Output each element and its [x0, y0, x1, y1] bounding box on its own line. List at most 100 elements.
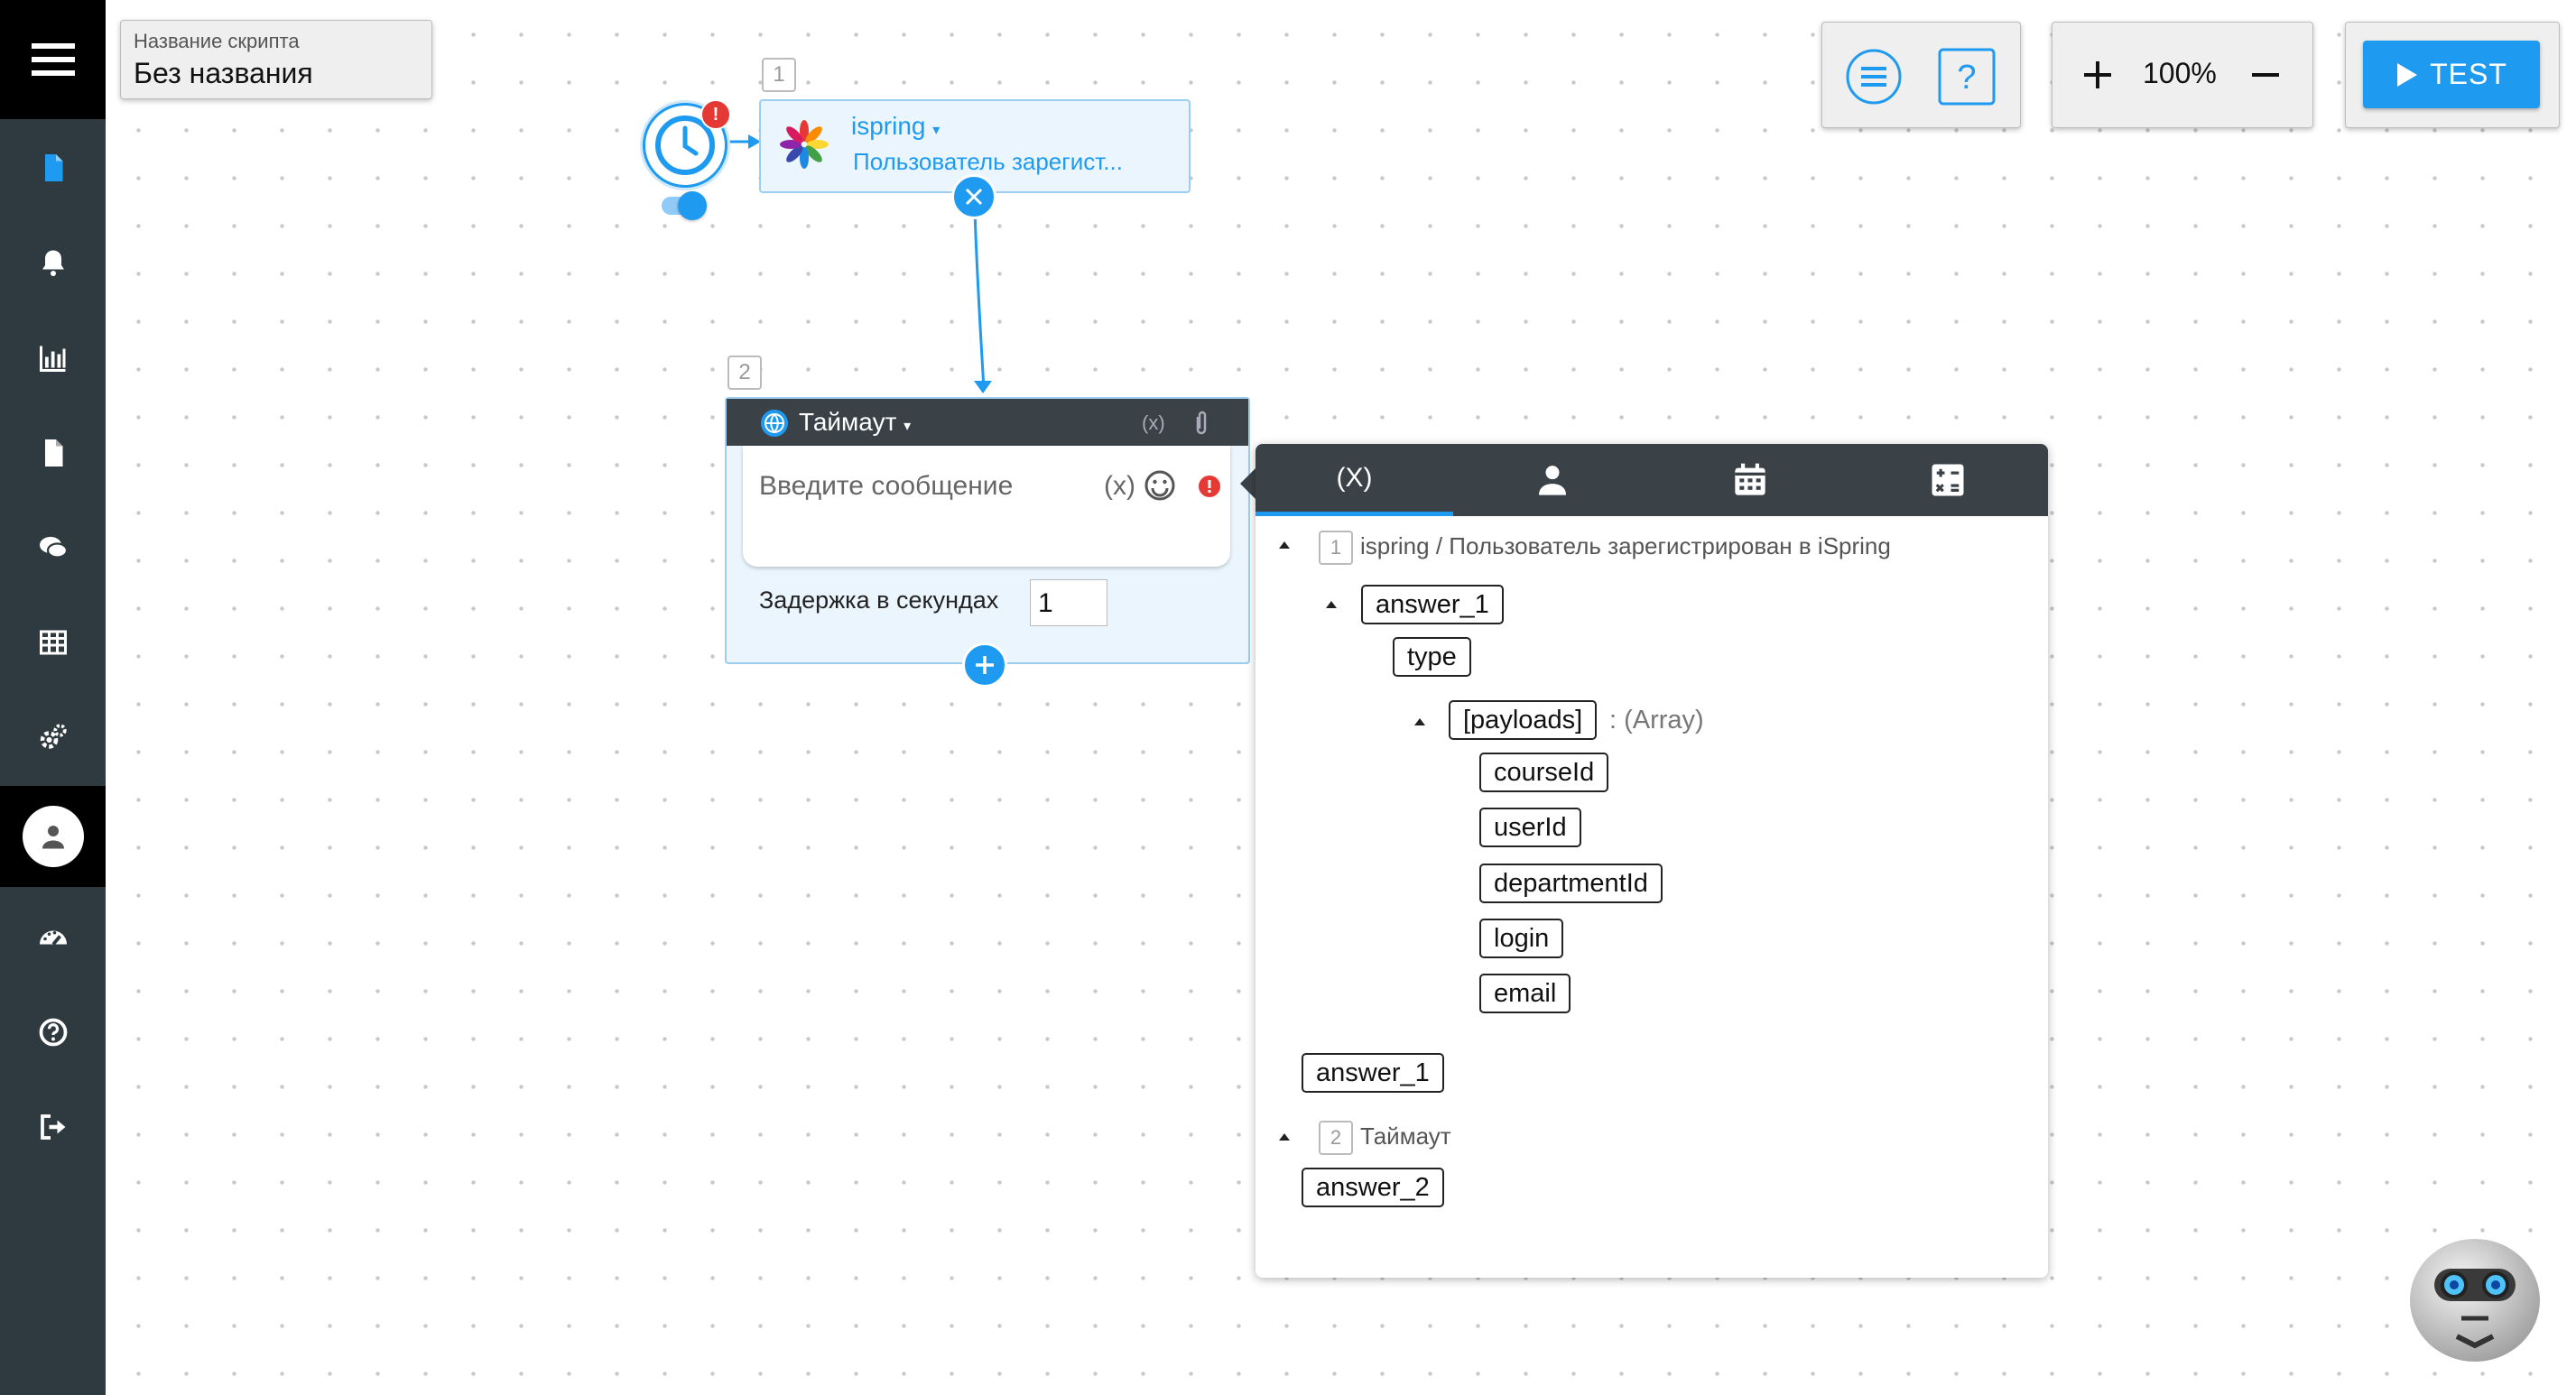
- node-number: 2: [727, 356, 762, 390]
- variables-panel: (X) 1 ispring / Пользователь зарегистрир…: [1256, 444, 2048, 1278]
- node-service-label: ispring: [851, 112, 926, 140]
- emoji-icon[interactable]: [1144, 469, 1176, 502]
- sidebar-item-settings[interactable]: [0, 698, 106, 776]
- minus-icon: [2252, 73, 2279, 77]
- zoom-out-button[interactable]: [2246, 55, 2285, 95]
- sidebar-item-notifications[interactable]: [0, 224, 106, 301]
- zoom-in-button[interactable]: [2078, 55, 2117, 95]
- plus-icon: [2084, 61, 2111, 88]
- sidebar-item-chats[interactable]: [0, 509, 106, 587]
- message-input[interactable]: Введите сообщение (x): [743, 446, 1230, 567]
- menu-button[interactable]: [0, 0, 106, 119]
- toolbar-test-group: TEST: [2345, 22, 2560, 128]
- node-event-label[interactable]: Пользователь зарегист...: [853, 148, 1123, 175]
- sidebar-item-dashboard[interactable]: [0, 899, 106, 976]
- caret-down-icon: ▾: [903, 419, 912, 434]
- document-icon: [44, 154, 62, 181]
- table-icon: [39, 630, 67, 655]
- chat-icon: [39, 537, 68, 559]
- message-placeholder: Введите сообщение: [759, 471, 1014, 501]
- file-icon: [44, 439, 62, 467]
- question-icon: ?: [1938, 48, 1996, 106]
- variable-chip[interactable]: courseId: [1479, 753, 1609, 792]
- gauge-icon: [39, 930, 67, 946]
- variables-toggle[interactable]: (x): [1142, 411, 1165, 434]
- clock-icon: [655, 115, 715, 175]
- close-icon: [965, 188, 983, 206]
- tab-calendar[interactable]: [1651, 444, 1849, 516]
- caret-down-icon: ▾: [932, 123, 941, 138]
- variable-chip[interactable]: login: [1479, 919, 1564, 958]
- sidebar-item-profile[interactable]: [0, 786, 106, 887]
- paperclip-icon[interactable]: [1191, 410, 1212, 437]
- list-circle-icon: [1846, 49, 1902, 105]
- toolbar-zoom-group: 100%: [2052, 22, 2313, 128]
- user-icon: [1538, 466, 1566, 495]
- group-number: 1: [1319, 531, 1353, 565]
- help-button[interactable]: ?: [1938, 48, 1996, 106]
- zoom-level: 100%: [2143, 57, 2217, 89]
- tab-user[interactable]: [1453, 444, 1651, 516]
- script-name-value[interactable]: Без названия: [134, 57, 313, 89]
- sidebar-item-help[interactable]: [0, 993, 106, 1071]
- test-button[interactable]: TEST: [2363, 41, 2540, 108]
- error-icon: [1199, 476, 1220, 497]
- variable-type-label: : (Array): [1609, 706, 1704, 734]
- group-title: Таймаут: [1360, 1122, 1451, 1150]
- toolbar-view-group: ?: [1821, 22, 2021, 128]
- tab-variables[interactable]: (X): [1256, 444, 1453, 516]
- collapse-toggle[interactable]: [1279, 1133, 1290, 1141]
- collapse-toggle[interactable]: [1326, 601, 1337, 608]
- delete-node-button[interactable]: [951, 174, 996, 219]
- variable-chip[interactable]: departmentId: [1479, 864, 1663, 903]
- script-name-label: Название скрипта: [134, 30, 300, 52]
- sidebar: [0, 0, 106, 1395]
- node-timeout[interactable]: Таймаут ▾ (x) Введите сообщение (x) Заде…: [725, 397, 1250, 664]
- plus-icon: [976, 656, 994, 674]
- trigger-toggle-knob[interactable]: [678, 191, 707, 220]
- panel-pointer: [1240, 467, 1256, 500]
- variable-chip[interactable]: answer_1: [1361, 585, 1504, 624]
- sidebar-item-tables[interactable]: [0, 604, 106, 681]
- node-header: Таймаут ▾ (x): [727, 399, 1248, 446]
- script-name-field[interactable]: Название скрипта Без названия: [120, 20, 432, 99]
- insert-variable-button[interactable]: (x): [1104, 471, 1135, 501]
- add-node-button[interactable]: [962, 642, 1007, 688]
- variable-chip[interactable]: type: [1393, 637, 1471, 677]
- delay-seconds-input[interactable]: 1: [1030, 579, 1107, 626]
- group-number: 2: [1319, 1121, 1353, 1155]
- calculator-icon: [1932, 464, 1963, 496]
- bar-chart-icon: [39, 346, 65, 372]
- svg-text:?: ?: [1957, 59, 1976, 97]
- globe-icon: [761, 410, 788, 437]
- group-title: ispring / Пользователь зарегистрирован в…: [1360, 532, 1891, 559]
- test-button-label: TEST: [2430, 58, 2507, 90]
- user-icon: [42, 826, 64, 849]
- variable-chip[interactable]: answer_1: [1302, 1053, 1444, 1093]
- variable-chip[interactable]: [payloads]: [1449, 700, 1598, 740]
- variable-chip[interactable]: answer_2: [1302, 1168, 1444, 1207]
- sidebar-item-logout[interactable]: [0, 1088, 106, 1166]
- collapse-toggle[interactable]: [1414, 718, 1425, 725]
- variable-chip[interactable]: userId: [1479, 808, 1581, 847]
- avatar: [22, 806, 84, 867]
- logout-icon: [40, 1114, 65, 1140]
- variable-chip[interactable]: email: [1479, 974, 1571, 1013]
- sidebar-item-scripts[interactable]: [0, 129, 106, 207]
- ispring-logo-icon: [780, 120, 829, 169]
- robot-assistant-icon[interactable]: [2407, 1215, 2543, 1363]
- collapse-toggle[interactable]: [1279, 541, 1290, 549]
- sidebar-item-files[interactable]: [0, 414, 106, 492]
- bell-icon: [42, 250, 64, 276]
- help-circle-icon: [39, 1018, 67, 1047]
- node-service-dropdown[interactable]: ispring ▾: [851, 112, 940, 141]
- node-title: Таймаут: [799, 408, 897, 436]
- sidebar-item-analytics[interactable]: [0, 319, 106, 397]
- alert-badge: !: [700, 99, 731, 130]
- node-number: 1: [762, 58, 796, 92]
- list-view-button[interactable]: [1845, 48, 1903, 106]
- node-type-dropdown[interactable]: Таймаут ▾: [799, 408, 911, 437]
- tab-calculator[interactable]: [1849, 444, 2046, 516]
- gears-icon: [40, 724, 67, 749]
